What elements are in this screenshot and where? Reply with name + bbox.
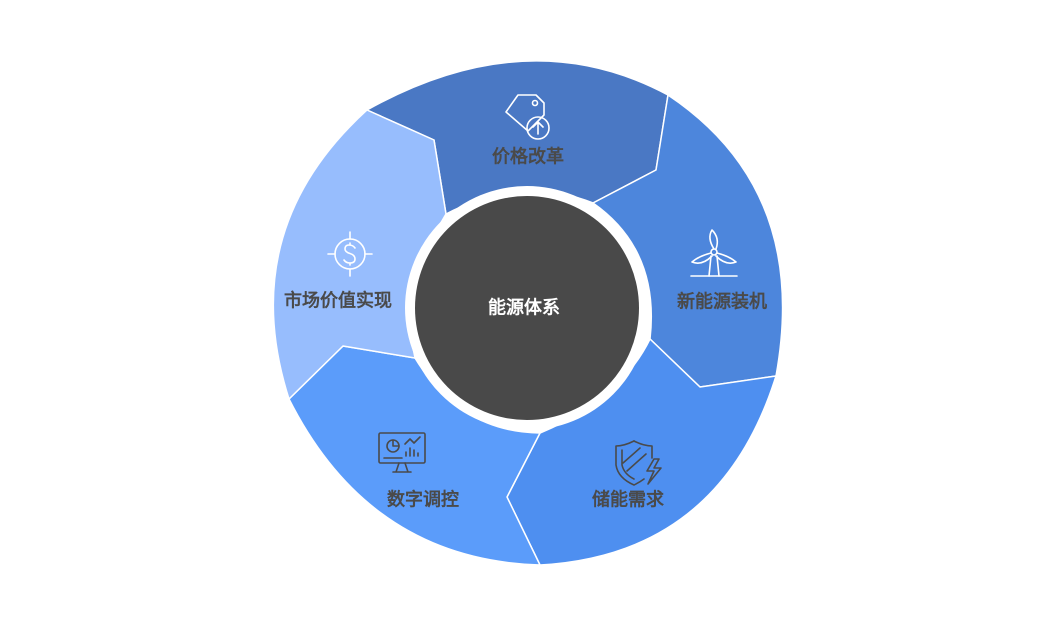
center-label: 能源体系 — [488, 297, 560, 319]
shield-bolt-icon — [615, 440, 662, 486]
wind-turbine-icon — [690, 229, 738, 277]
segment-label-storage-demand: 储能需求 — [591, 489, 665, 511]
dollar-target-icon — [327, 231, 373, 277]
segment-label-market-value: 市场价值实现 — [284, 290, 392, 312]
segment-label-new-energy: 新能源装机 — [677, 291, 767, 313]
price-tag-up-icon — [505, 94, 550, 140]
center-circle — [415, 196, 639, 420]
segment-label-digital-control: 数字调控 — [387, 489, 459, 511]
dashboard-icon — [378, 432, 426, 473]
segment-label-price-reform: 价格改革 — [492, 146, 564, 168]
